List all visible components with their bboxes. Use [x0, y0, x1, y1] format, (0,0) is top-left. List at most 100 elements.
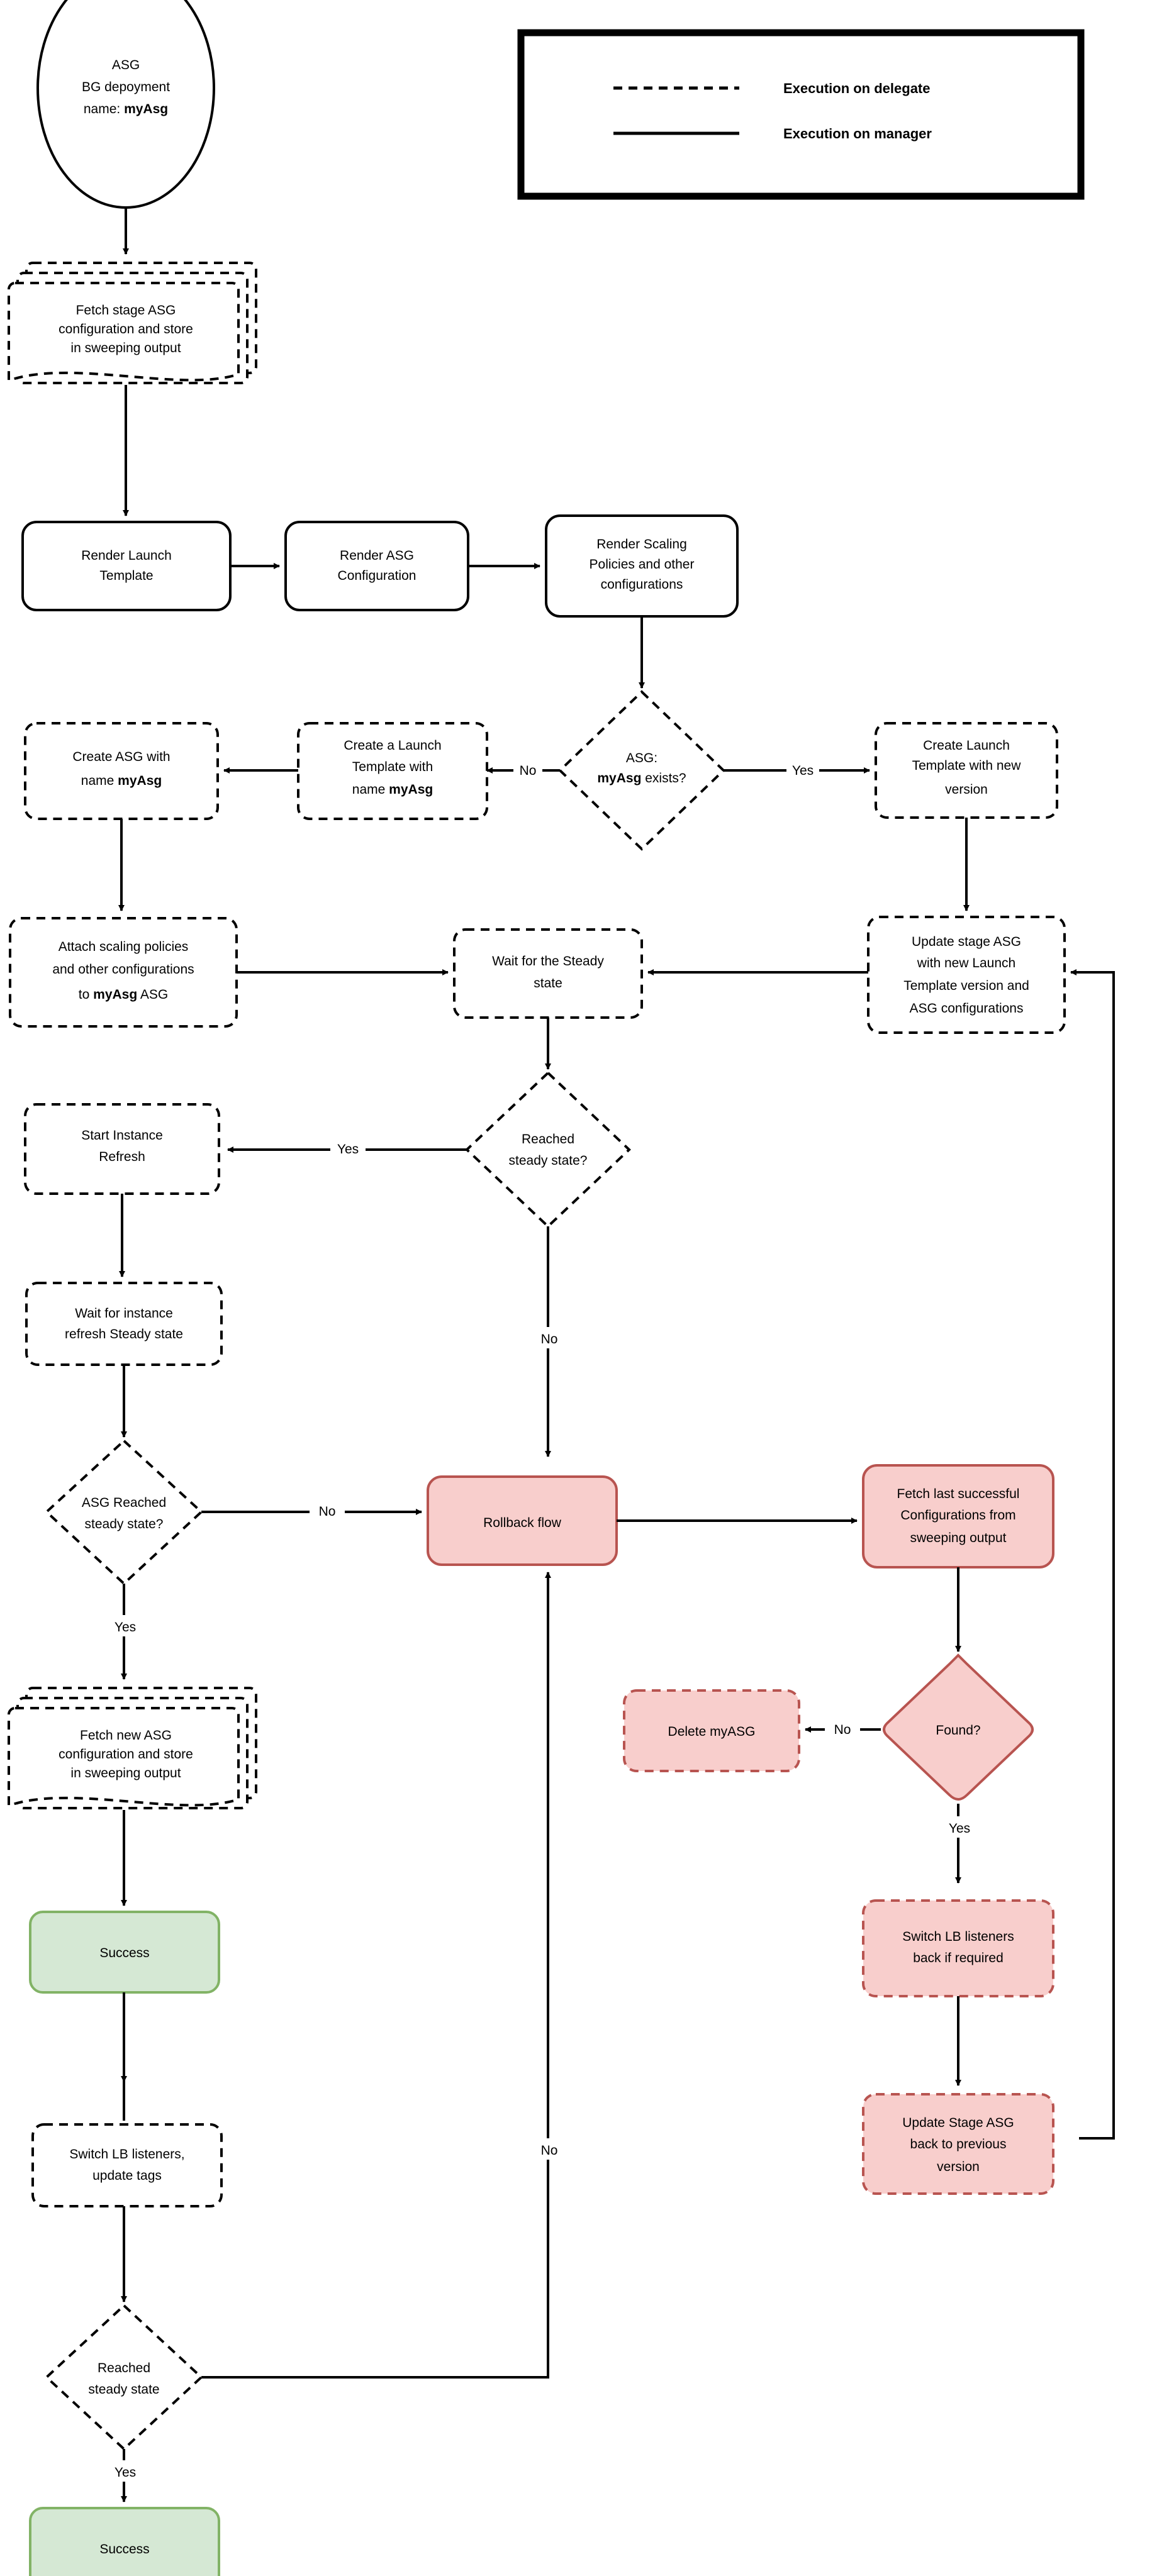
node-attach-scaling-policies[interactable]: Attach scaling policies and other config…	[9, 917, 238, 1028]
edge-label-yes-3: Yes	[115, 1620, 136, 1635]
node-fetch-last-line1: Fetch last successful	[897, 1487, 1020, 1501]
node-asg-reached-line1: ASG Reached	[82, 1496, 166, 1510]
edge-label-yes-2: Yes	[337, 1142, 359, 1157]
edge-label-no-5: No	[541, 2143, 558, 2158]
node-fetch-last-successful-config[interactable]: Fetch last successful Configurations fro…	[862, 1464, 1054, 1568]
node-fetch-stage-line2: configuration and store	[59, 322, 193, 336]
node-switch-lb-line2: update tags	[92, 2168, 162, 2183]
edge-final-reached-no-loop	[201, 1572, 551, 2379]
node-fetch-last-line3: sweeping output	[910, 1531, 1007, 1545]
node-update-stage-asg-back[interactable]: Update Stage ASG back to previous versio…	[862, 2093, 1054, 2195]
node-attach-line2: and other configurations	[52, 962, 194, 977]
node-create-asg[interactable]: Create ASG with name myAsg	[24, 722, 219, 820]
node-reached-steady-line1: Reached	[522, 1132, 574, 1146]
edge-label-no-2: No	[541, 1332, 558, 1346]
edge-label-no-4: No	[834, 1723, 851, 1737]
node-clt-new-line1: Create Launch	[923, 738, 1010, 753]
node-update-back-line1: Update Stage ASG	[902, 2116, 1014, 2130]
node-success-1[interactable]: Success	[29, 1911, 220, 1994]
node-found-label: Found?	[936, 1723, 980, 1738]
node-render-asg-line2: Configuration	[338, 569, 417, 583]
node-update-stage-asg[interactable]: Update stage ASG with new Launch Templat…	[867, 916, 1066, 1034]
node-render-scaling-line2: Policies and other	[590, 557, 695, 572]
node-update-stage-line3: Template version and	[903, 979, 1029, 993]
node-rollback-flow-label: Rollback flow	[483, 1516, 562, 1530]
node-render-lt-line1: Render Launch	[81, 548, 172, 563]
node-success-2-label: Success	[99, 2542, 149, 2557]
node-start-refresh-line1: Start Instance	[81, 1128, 163, 1143]
node-asg-exists-decision[interactable]: ASG: myAsg exists?	[558, 690, 725, 851]
node-switch-lb-line1: Switch LB listeners,	[69, 2147, 184, 2162]
node-start-instance-refresh[interactable]: Start Instance Refresh	[24, 1103, 220, 1195]
node-wait-instance-refresh[interactable]: Wait for instance refresh Steady state	[25, 1282, 223, 1366]
node-reached-steady-line2: steady state?	[509, 1153, 588, 1168]
node-create-asg-line2: name myAsg	[81, 774, 162, 788]
node-success-2[interactable]: Success	[29, 2507, 220, 2576]
node-start-line2: BG depoyment	[82, 80, 170, 94]
legend-label-delegate: Execution on delegate	[783, 80, 931, 96]
node-render-launch-template[interactable]: Render Launch Template	[21, 521, 232, 611]
edge-label-yes-final: Yes	[115, 2465, 136, 2480]
node-switch-lb-back[interactable]: Switch LB listeners back if required	[862, 1899, 1054, 1997]
node-create-asg-line1: Create ASG with	[72, 750, 170, 764]
node-fetch-last-line2: Configurations from	[900, 1508, 1015, 1523]
node-delete-myasg-label: Delete myASG	[668, 1724, 756, 1739]
node-clt-named-line3: name myAsg	[352, 782, 433, 797]
node-attach-line1: Attach scaling policies	[59, 940, 189, 954]
node-update-back-line2: back to previous	[910, 2137, 1007, 2151]
node-wait-steady-state[interactable]: Wait for the Steady state	[453, 928, 643, 1019]
node-update-stage-line1: Update stage ASG	[912, 935, 1021, 949]
node-fetch-stage-line3: in sweeping output	[70, 341, 181, 355]
node-render-asg-configuration[interactable]: Render ASG Configuration	[284, 521, 469, 611]
node-start[interactable]: ASG BG depoyment name: myAsg	[36, 0, 215, 209]
node-success-1-label: Success	[99, 1946, 149, 1960]
node-switch-lb-back-line1: Switch LB listeners	[902, 1929, 1014, 1944]
node-final-reached-line1: Reached	[98, 2361, 150, 2375]
node-wait-refresh-line2: refresh Steady state	[65, 1327, 183, 1341]
node-clt-new-line2: Template with new	[912, 758, 1022, 773]
node-clt-named-line2: Template with	[352, 760, 433, 774]
node-wait-steady-line2: state	[534, 976, 562, 991]
node-create-launch-template-named[interactable]: Create a Launch Template with name myAsg	[297, 722, 488, 820]
node-start-line3: name: myAsg	[84, 102, 168, 116]
edge-label-yes-1: Yes	[792, 763, 814, 778]
edge-label-no-3: No	[319, 1504, 336, 1519]
node-create-launch-template-new-version[interactable]: Create Launch Template with new version	[875, 722, 1058, 819]
edge-rollback-return-loop	[1070, 969, 1115, 2140]
node-final-reached-steady-decision[interactable]: Reached steady state	[45, 2304, 203, 2451]
edge-label-yes-4: Yes	[949, 1821, 970, 1836]
node-fetch-stage-asg[interactable]: Fetch stage ASG configuration and store …	[8, 262, 257, 384]
node-fetch-new-line2: configuration and store	[59, 1747, 193, 1762]
node-render-lt-line2: Template	[99, 569, 153, 583]
node-reached-steady-state-decision[interactable]: Reached steady state?	[465, 1071, 631, 1228]
node-render-scaling-policies[interactable]: Render Scaling Policies and other config…	[545, 514, 739, 618]
node-switch-lb-listeners[interactable]: Switch LB listeners, update tags	[31, 2123, 223, 2207]
node-render-scaling-line3: configurations	[601, 577, 683, 592]
node-fetch-new-line1: Fetch new ASG	[80, 1728, 172, 1743]
node-fetch-stage-line1: Fetch stage ASG	[76, 303, 176, 318]
node-asg-exists-line1: ASG:	[626, 751, 657, 765]
node-update-back-line3: version	[937, 2160, 980, 2174]
node-switch-lb-back-line2: back if required	[913, 1951, 1004, 1965]
edge-label-no-1: No	[520, 763, 537, 778]
node-asg-reached-steady-decision[interactable]: ASG Reached steady state?	[45, 1439, 203, 1585]
node-start-refresh-line2: Refresh	[99, 1150, 145, 1164]
node-delete-myasg[interactable]: Delete myASG	[623, 1689, 800, 1772]
node-update-stage-line2: with new Launch	[917, 956, 1015, 970]
node-found-decision[interactable]: Found?	[883, 1653, 1034, 1801]
node-fetch-new-asg-config[interactable]: Fetch new ASG configuration and store in…	[8, 1687, 257, 1809]
node-wait-refresh-line1: Wait for instance	[75, 1306, 173, 1321]
node-rollback-flow[interactable]: Rollback flow	[427, 1475, 618, 1566]
node-asg-exists-line2: myAsg exists?	[597, 771, 686, 786]
legend-label-manager: Execution on manager	[783, 126, 932, 142]
node-clt-new-line3: version	[945, 782, 988, 797]
legend: Execution on delegate Execution on manag…	[517, 29, 1085, 200]
node-update-stage-line4: ASG configurations	[910, 1001, 1024, 1016]
node-attach-line3: to myAsg ASG	[79, 987, 168, 1002]
node-fetch-new-line3: in sweeping output	[70, 1766, 181, 1780]
node-asg-reached-line2: steady state?	[85, 1517, 164, 1531]
node-wait-steady-line1: Wait for the Steady	[492, 954, 604, 969]
node-start-line1: ASG	[112, 58, 140, 72]
node-final-reached-line2: steady state	[88, 2382, 159, 2397]
node-render-scaling-line1: Render Scaling	[596, 537, 687, 552]
